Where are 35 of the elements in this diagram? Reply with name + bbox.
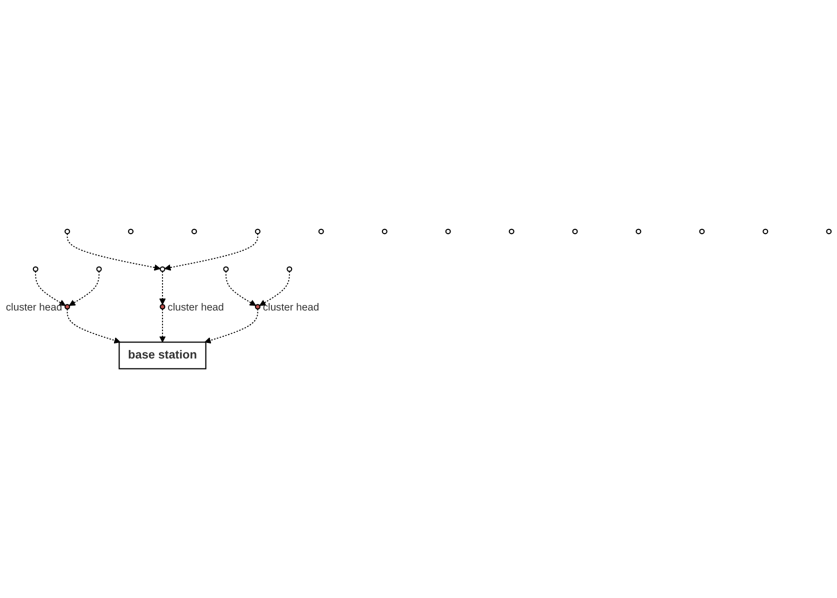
dashed-arrow bbox=[66, 308, 120, 344]
dashed-arrow bbox=[204, 308, 258, 344]
sensor-node-circle bbox=[64, 228, 70, 234]
dashed-arrow bbox=[164, 233, 258, 271]
dashed-arrow bbox=[159, 308, 166, 342]
sensor-node-circle bbox=[445, 228, 451, 234]
cluster-head-circle bbox=[254, 304, 260, 310]
node-caption: cluster head bbox=[168, 302, 224, 314]
node-caption: cluster head bbox=[6, 302, 62, 314]
station-box: base station bbox=[118, 342, 206, 370]
sensor-node-circle bbox=[318, 228, 324, 234]
sensor-node-circle bbox=[572, 228, 578, 234]
cluster-head-circle bbox=[64, 304, 70, 310]
sensor-node-circle bbox=[382, 228, 388, 234]
dashed-arrow bbox=[68, 270, 100, 306]
sensor-node-circle bbox=[32, 266, 38, 272]
cluster-head-circle bbox=[160, 304, 166, 310]
dashed-arrow bbox=[225, 270, 256, 306]
sensor-node-circle bbox=[160, 266, 166, 272]
sensor-node-circle bbox=[96, 266, 102, 272]
sensor-node-circle bbox=[508, 228, 514, 234]
sensor-node-circle bbox=[191, 228, 197, 234]
sensor-node-circle bbox=[128, 228, 134, 234]
dashed-arrow bbox=[259, 270, 290, 306]
sensor-node-circle bbox=[636, 228, 642, 234]
sensor-node-circle bbox=[223, 266, 229, 272]
node-caption: cluster head bbox=[262, 302, 320, 314]
sensor-node-circle bbox=[254, 228, 260, 234]
dashed-arrow bbox=[159, 270, 166, 305]
sensor-node-circle bbox=[826, 228, 832, 234]
sensor-node-circle bbox=[699, 228, 705, 234]
dashed-arrow bbox=[35, 270, 66, 306]
sensor-node-circle bbox=[762, 228, 768, 234]
sensor-node-circle bbox=[286, 266, 292, 272]
dashed-arrow bbox=[66, 233, 161, 271]
